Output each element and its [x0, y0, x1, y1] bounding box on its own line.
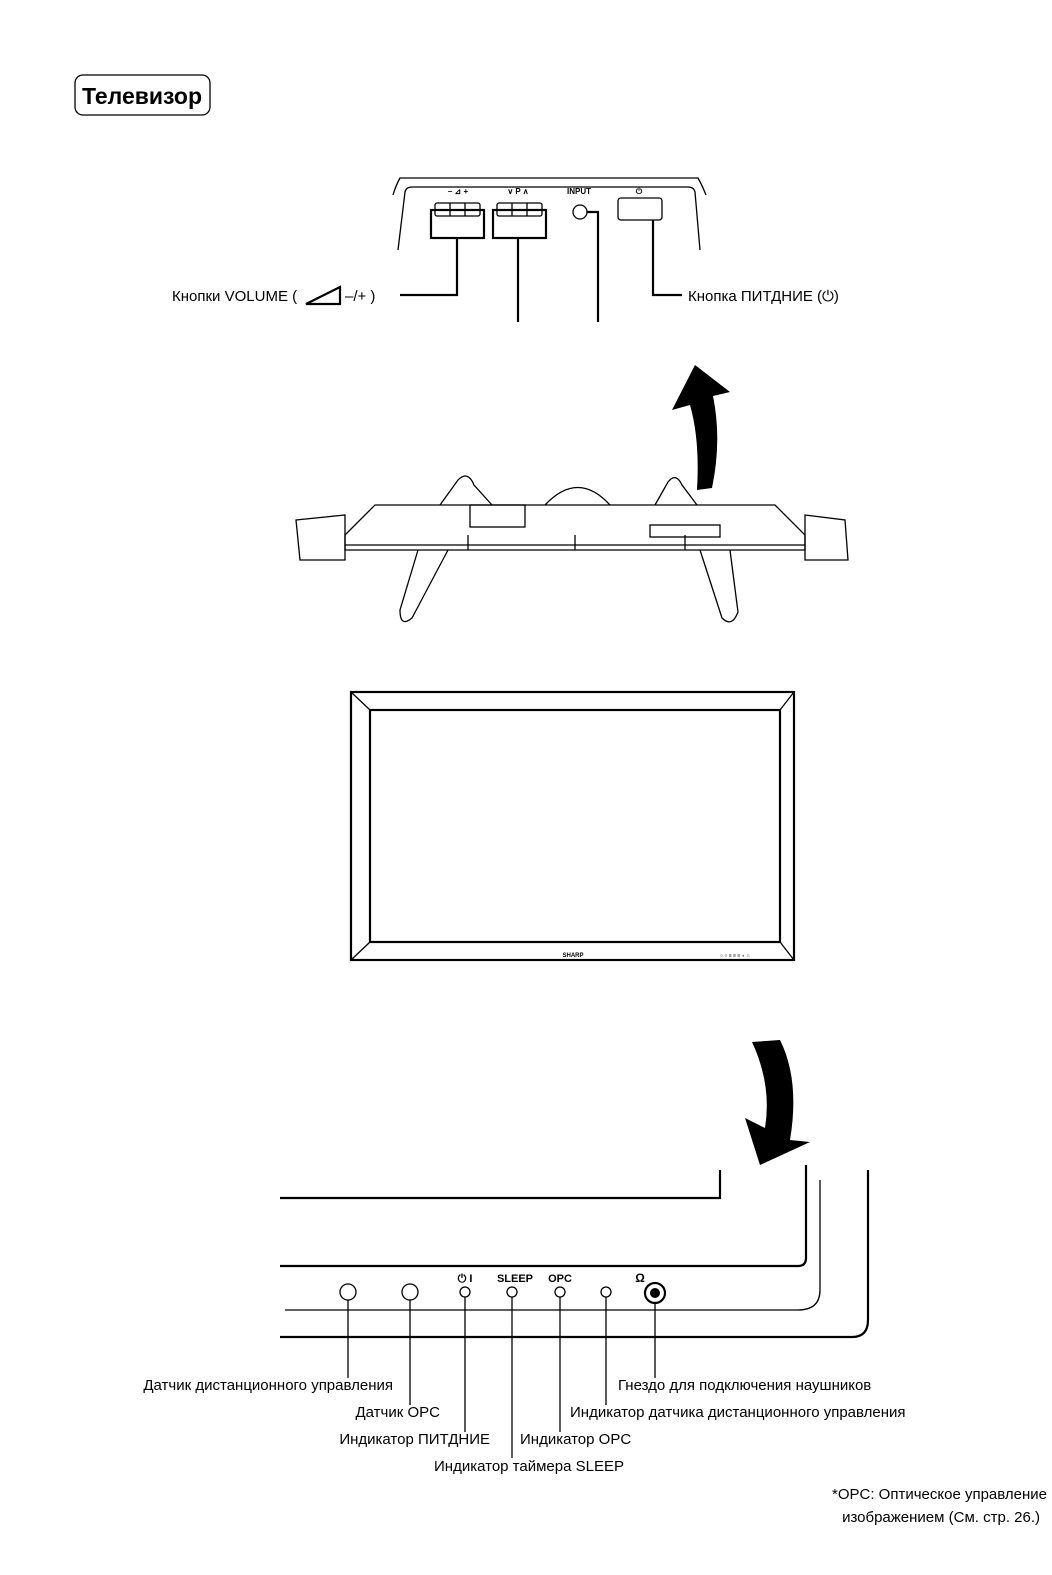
tv-top-view — [295, 475, 849, 623]
power-label: Кнопка ПИТДНИЕ (⏻) — [688, 288, 839, 305]
section-title-box: Телевизор — [74, 74, 211, 116]
remote-indicator-led — [600, 1286, 612, 1298]
footnote-line1: *OPC: Оптическое управление — [832, 1486, 1047, 1503]
power-button[interactable] — [617, 197, 663, 221]
power-indicator-mark: ⏻ I — [458, 1272, 473, 1285]
tv-front-view: SHARP ○ ○ ≡ ≡ ≡ ∘ ∩ — [349, 690, 796, 962]
headphone-jack[interactable] — [643, 1281, 667, 1305]
volume-label-suffix: –/+ ) — [345, 288, 375, 305]
program-button[interactable] — [491, 202, 548, 240]
section-title: Телевизор — [82, 83, 202, 109]
power-mark: ⏻ — [636, 187, 643, 196]
opc-indicator-led — [554, 1286, 566, 1298]
volume-button[interactable] — [429, 202, 486, 240]
brand-logo: SHARP — [562, 953, 583, 959]
input-button[interactable] — [572, 204, 588, 220]
remote-sensor — [339, 1283, 357, 1301]
opc-indicator-mark: OPC — [548, 1273, 572, 1285]
rotate-up-arrow-icon — [672, 365, 730, 490]
sleep-indicator-mark: SLEEP — [497, 1273, 533, 1285]
opc-sensor — [401, 1283, 419, 1301]
power-indicator-led — [459, 1286, 471, 1298]
opc-sensor-label: Датчик OPC — [356, 1404, 441, 1421]
volume-triangle-icon — [305, 285, 342, 306]
headphone-mark: Ω — [635, 1271, 645, 1285]
footnote-line2: изображением (См. стр. 26.) — [842, 1509, 1040, 1526]
top-control-panel: – ⊿ + ∨ P ∧ INPUT ⏻ Кнопки VOLUME ( –/+ … — [172, 177, 839, 322]
sleep-indicator-led — [506, 1286, 518, 1298]
bezel-closeup: ⏻ I SLEEP OPC Ω — [280, 1165, 870, 1458]
sleep-indicator-label: Индикатор таймера SLEEP — [434, 1458, 624, 1475]
remote-indicator-label: Индикатор датчика дистанционного управле… — [570, 1404, 906, 1421]
power-indicator-label: Индикатор ПИТДНИЕ — [339, 1431, 490, 1448]
zoom-down-arrow-icon — [745, 1040, 810, 1165]
opc-indicator-label: Индикатор OPC — [520, 1431, 631, 1448]
program-marks: ∨ P ∧ — [507, 187, 528, 196]
input-mark: INPUT — [567, 187, 591, 196]
volume-marks: – ⊿ + — [448, 187, 469, 196]
front-panel-marks: ○ ○ ≡ ≡ ≡ ∘ ∩ — [720, 953, 750, 959]
headphone-jack-label: Гнездо для подключения наушников — [618, 1377, 871, 1394]
remote-sensor-label: Датчик дистанционного управления — [143, 1377, 393, 1394]
volume-label: Кнопки VOLUME ( — [172, 288, 297, 305]
